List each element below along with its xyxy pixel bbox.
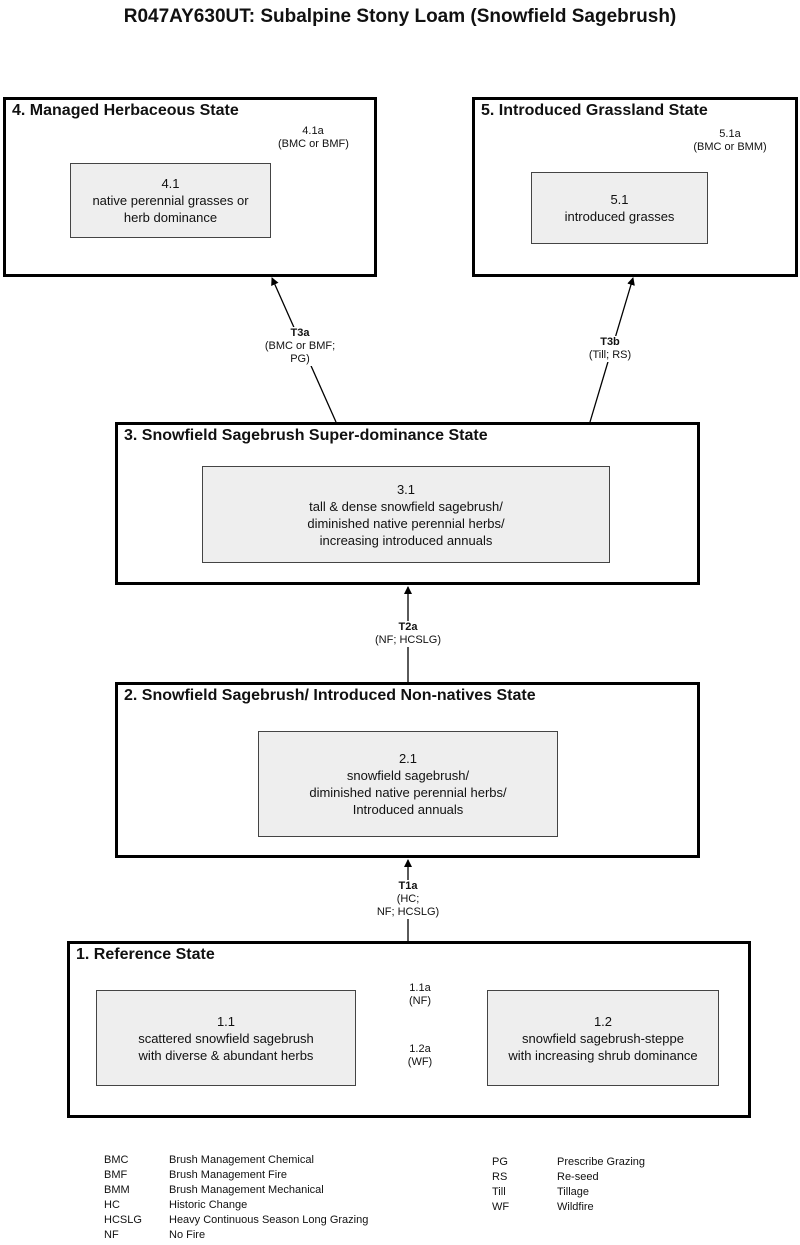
transition-t1a-detail-1: (HC; [396, 893, 420, 905]
legend-row: BMM Brush Management Mechanical [104, 1183, 368, 1198]
legend-row: Till Tillage [492, 1185, 645, 1200]
transition-t3b-detail-1: (Till; RS) [588, 349, 632, 361]
phase-4-1-box: 4.1 native perennial grasses or herb dom… [70, 163, 271, 238]
transition-4-1a-detail: (BMC or BMF) [278, 138, 349, 150]
legend-row: HCSLG Heavy Continuous Season Long Grazin… [104, 1213, 368, 1228]
transition-t1a-detail-2: NF; HCSLG) [376, 906, 440, 918]
transition-1-2a-detail: (WF) [407, 1056, 433, 1068]
legend-abbr: Till [492, 1186, 506, 1198]
transition-4-1a-id: 4.1a [302, 125, 324, 137]
phase-1-1-id: 1.1 [216, 1013, 236, 1029]
state-3-title: 3. Snowfield Sagebrush Super-dominance S… [124, 427, 488, 444]
state-1-title: 1. Reference State [76, 946, 215, 963]
legend-text: Heavy Continuous Season Long Grazing [169, 1214, 369, 1226]
transition-t3a-detail-1: (BMC or BMF; [264, 340, 336, 352]
legend-text: Prescribe Grazing [557, 1156, 646, 1168]
phase-1-2-line-2: with increasing shrub dominance [508, 1047, 698, 1063]
phase-2-1-line-2: diminished native perennial herbs/ [309, 785, 507, 800]
legend-abbr: WF [492, 1201, 510, 1213]
legend-text: Brush Management Chemical [169, 1154, 314, 1166]
transition-t3b-id: T3b [600, 336, 620, 348]
legend-abbr: HCSLG [104, 1214, 142, 1226]
transition-1-2a-label: 1.2a (WF) [395, 1043, 445, 1069]
legend-text: No Fire [169, 1229, 206, 1241]
legend-abbr: HC [104, 1199, 120, 1211]
transition-t3a-label: T3a (BMC or BMF; PG) [250, 327, 350, 366]
legend-abbr: NF [104, 1229, 119, 1241]
legend-text: Brush Management Mechanical [169, 1184, 324, 1196]
phase-3-1-line-3: increasing introduced annuals [319, 532, 493, 548]
legend-row: RS Re-seed [492, 1170, 645, 1185]
transition-1-1a-label: 1.1a (NF) [395, 982, 445, 1008]
diagram-title: R047AY630UT: Subalpine Stony Loam (Snowf… [123, 6, 677, 27]
legend-row: BMC Brush Management Chemical [104, 1153, 368, 1168]
transition-t1a-id: T1a [398, 880, 418, 892]
legend-abbr: PG [492, 1156, 508, 1168]
legend-abbr: RS [492, 1171, 508, 1183]
phase-1-1-line-1: scattered snowfield sagebrush [138, 1030, 314, 1046]
transition-1-2a-id: 1.2a [409, 1043, 431, 1055]
phase-1-2-line-1: snowfield sagebrush-steppe [522, 1030, 684, 1046]
phase-2-1-line-3: Introduced annuals [352, 802, 464, 817]
legend-row: NF No Fire [104, 1228, 368, 1243]
legend-row: WF Wildfire [492, 1200, 645, 1215]
legend-row: HC Historic Change [104, 1198, 368, 1213]
transition-t1a-label: T1a (HC; NF; HCSLG) [358, 880, 458, 919]
phase-3-1-line-2: diminished native perennial herbs/ [307, 515, 505, 531]
phase-1-2-box: 1.2 snowfield sagebrush-steppe with incr… [487, 990, 719, 1086]
legend-row: BMF Brush Management Fire [104, 1168, 368, 1183]
transition-t2a-label: T2a (NF; HCSLG) [358, 621, 458, 647]
phase-1-1-box: 1.1 scattered snowfield sagebrush with d… [96, 990, 356, 1086]
state-4-title: 4. Managed Herbaceous State [12, 102, 239, 119]
transition-5-1a-label: 5.1a (BMC or BMM) [690, 128, 770, 154]
phase-5-1-line-1: introduced grasses [564, 209, 675, 224]
legend-text: Historic Change [169, 1199, 248, 1211]
state-2-title: 2. Snowfield Sagebrush/ Introduced Non-n… [124, 687, 536, 704]
phase-1-1-line-2: with diverse & abundant herbs [138, 1047, 314, 1063]
state-5-title: 5. Introduced Grassland State [481, 102, 708, 119]
state-5-box: 5. Introduced Grassland State [472, 97, 798, 277]
legend-row: PG Prescribe Grazing [492, 1155, 645, 1170]
phase-2-1-line-1: snowfield sagebrush/ [346, 768, 470, 783]
phase-2-1-id: 2.1 [398, 751, 418, 766]
legend-left: BMC Brush Management Chemical BMF Brush Ma… [104, 1153, 368, 1243]
phase-2-1-box: 2.1 snowfield sagebrush/ diminished nati… [258, 731, 558, 837]
legend-text: Wildfire [557, 1201, 594, 1213]
legend-text: Re-seed [557, 1171, 599, 1183]
transition-t2a-detail-1: (NF; HCSLG) [375, 634, 441, 646]
transition-1-1a-detail: (NF) [409, 995, 431, 1007]
phase-3-1-box: 3.1 tall & dense snowfield sagebrush/ di… [202, 466, 610, 563]
legend-abbr: BMC [104, 1154, 129, 1166]
transition-5-1a-id: 5.1a [719, 128, 741, 140]
transition-t2a-id: T2a [398, 621, 418, 633]
transition-4-1a-label: 4.1a (BMC or BMF) [278, 125, 349, 151]
transition-t3b-label: T3b (Till; RS) [580, 336, 640, 362]
phase-3-1-id: 3.1 [396, 481, 416, 497]
transition-t3a-id: T3a [290, 327, 310, 339]
legend-text: Tillage [557, 1186, 589, 1198]
phase-1-2-id: 1.2 [593, 1013, 613, 1029]
phase-5-1-id: 5.1 [610, 192, 629, 207]
transition-5-1a-detail: (BMC or BMM) [693, 141, 767, 153]
transition-1-1a-id: 1.1a [409, 982, 431, 994]
transition-t3a-detail-2: PG) [290, 353, 310, 365]
phase-4-1-line-1: native perennial grasses or [92, 193, 249, 208]
legend-text: Brush Management Fire [169, 1169, 287, 1181]
phase-5-1-box: 5.1 introduced grasses [531, 172, 708, 244]
phase-4-1-line-2: herb dominance [123, 210, 218, 225]
legend-abbr: BMF [104, 1169, 128, 1181]
phase-4-1-id: 4.1 [161, 176, 180, 191]
legend-right: PG Prescribe Grazing RS Re-seed Till Tillag… [492, 1155, 645, 1215]
legend-abbr: BMM [104, 1184, 130, 1196]
phase-3-1-line-1: tall & dense snowfield sagebrush/ [309, 498, 503, 514]
